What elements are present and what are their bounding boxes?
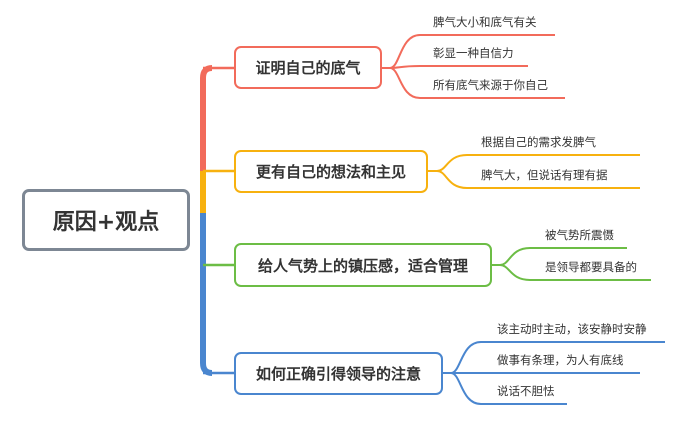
leaf-node[interactable]: 根据自己的需求发脾气: [481, 135, 596, 149]
leaf-connector: [382, 67, 565, 99]
branch-node[interactable]: 更有自己的想法和主见: [234, 150, 428, 193]
leaf-node[interactable]: 该主动时主动，该安静时安静: [497, 322, 647, 336]
leaf-node[interactable]: 说话不胆怯: [497, 384, 555, 398]
leaf-connector: [382, 65, 528, 69]
leaf-node[interactable]: 脾气大小和底气有关: [433, 15, 537, 29]
leaf-node[interactable]: 彰显一种自信力: [433, 46, 514, 60]
spine-red: [200, 65, 213, 171]
root-node[interactable]: 原因+观点: [22, 189, 190, 251]
leaf-node[interactable]: 是领导都要具备的: [545, 260, 637, 274]
leaf-node[interactable]: 脾气大，但说话有理有据: [481, 168, 608, 182]
leaf-connector: [443, 372, 567, 405]
spine-blue: [200, 213, 213, 376]
branch-node[interactable]: 如何正确引得领导的注意: [234, 352, 443, 395]
leaf-connector: [428, 170, 640, 189]
leaf-node[interactable]: 被气势所震慑: [545, 228, 614, 242]
leaf-connector: [492, 264, 651, 281]
branch-node[interactable]: 给人气势上的镇压感，适合管理: [234, 243, 492, 287]
branch-node[interactable]: 证明自己的底气: [234, 46, 382, 89]
leaf-node[interactable]: 所有底气来源于你自己: [433, 78, 548, 92]
leaf-node[interactable]: 做事有条理，为人有底线: [497, 353, 624, 367]
